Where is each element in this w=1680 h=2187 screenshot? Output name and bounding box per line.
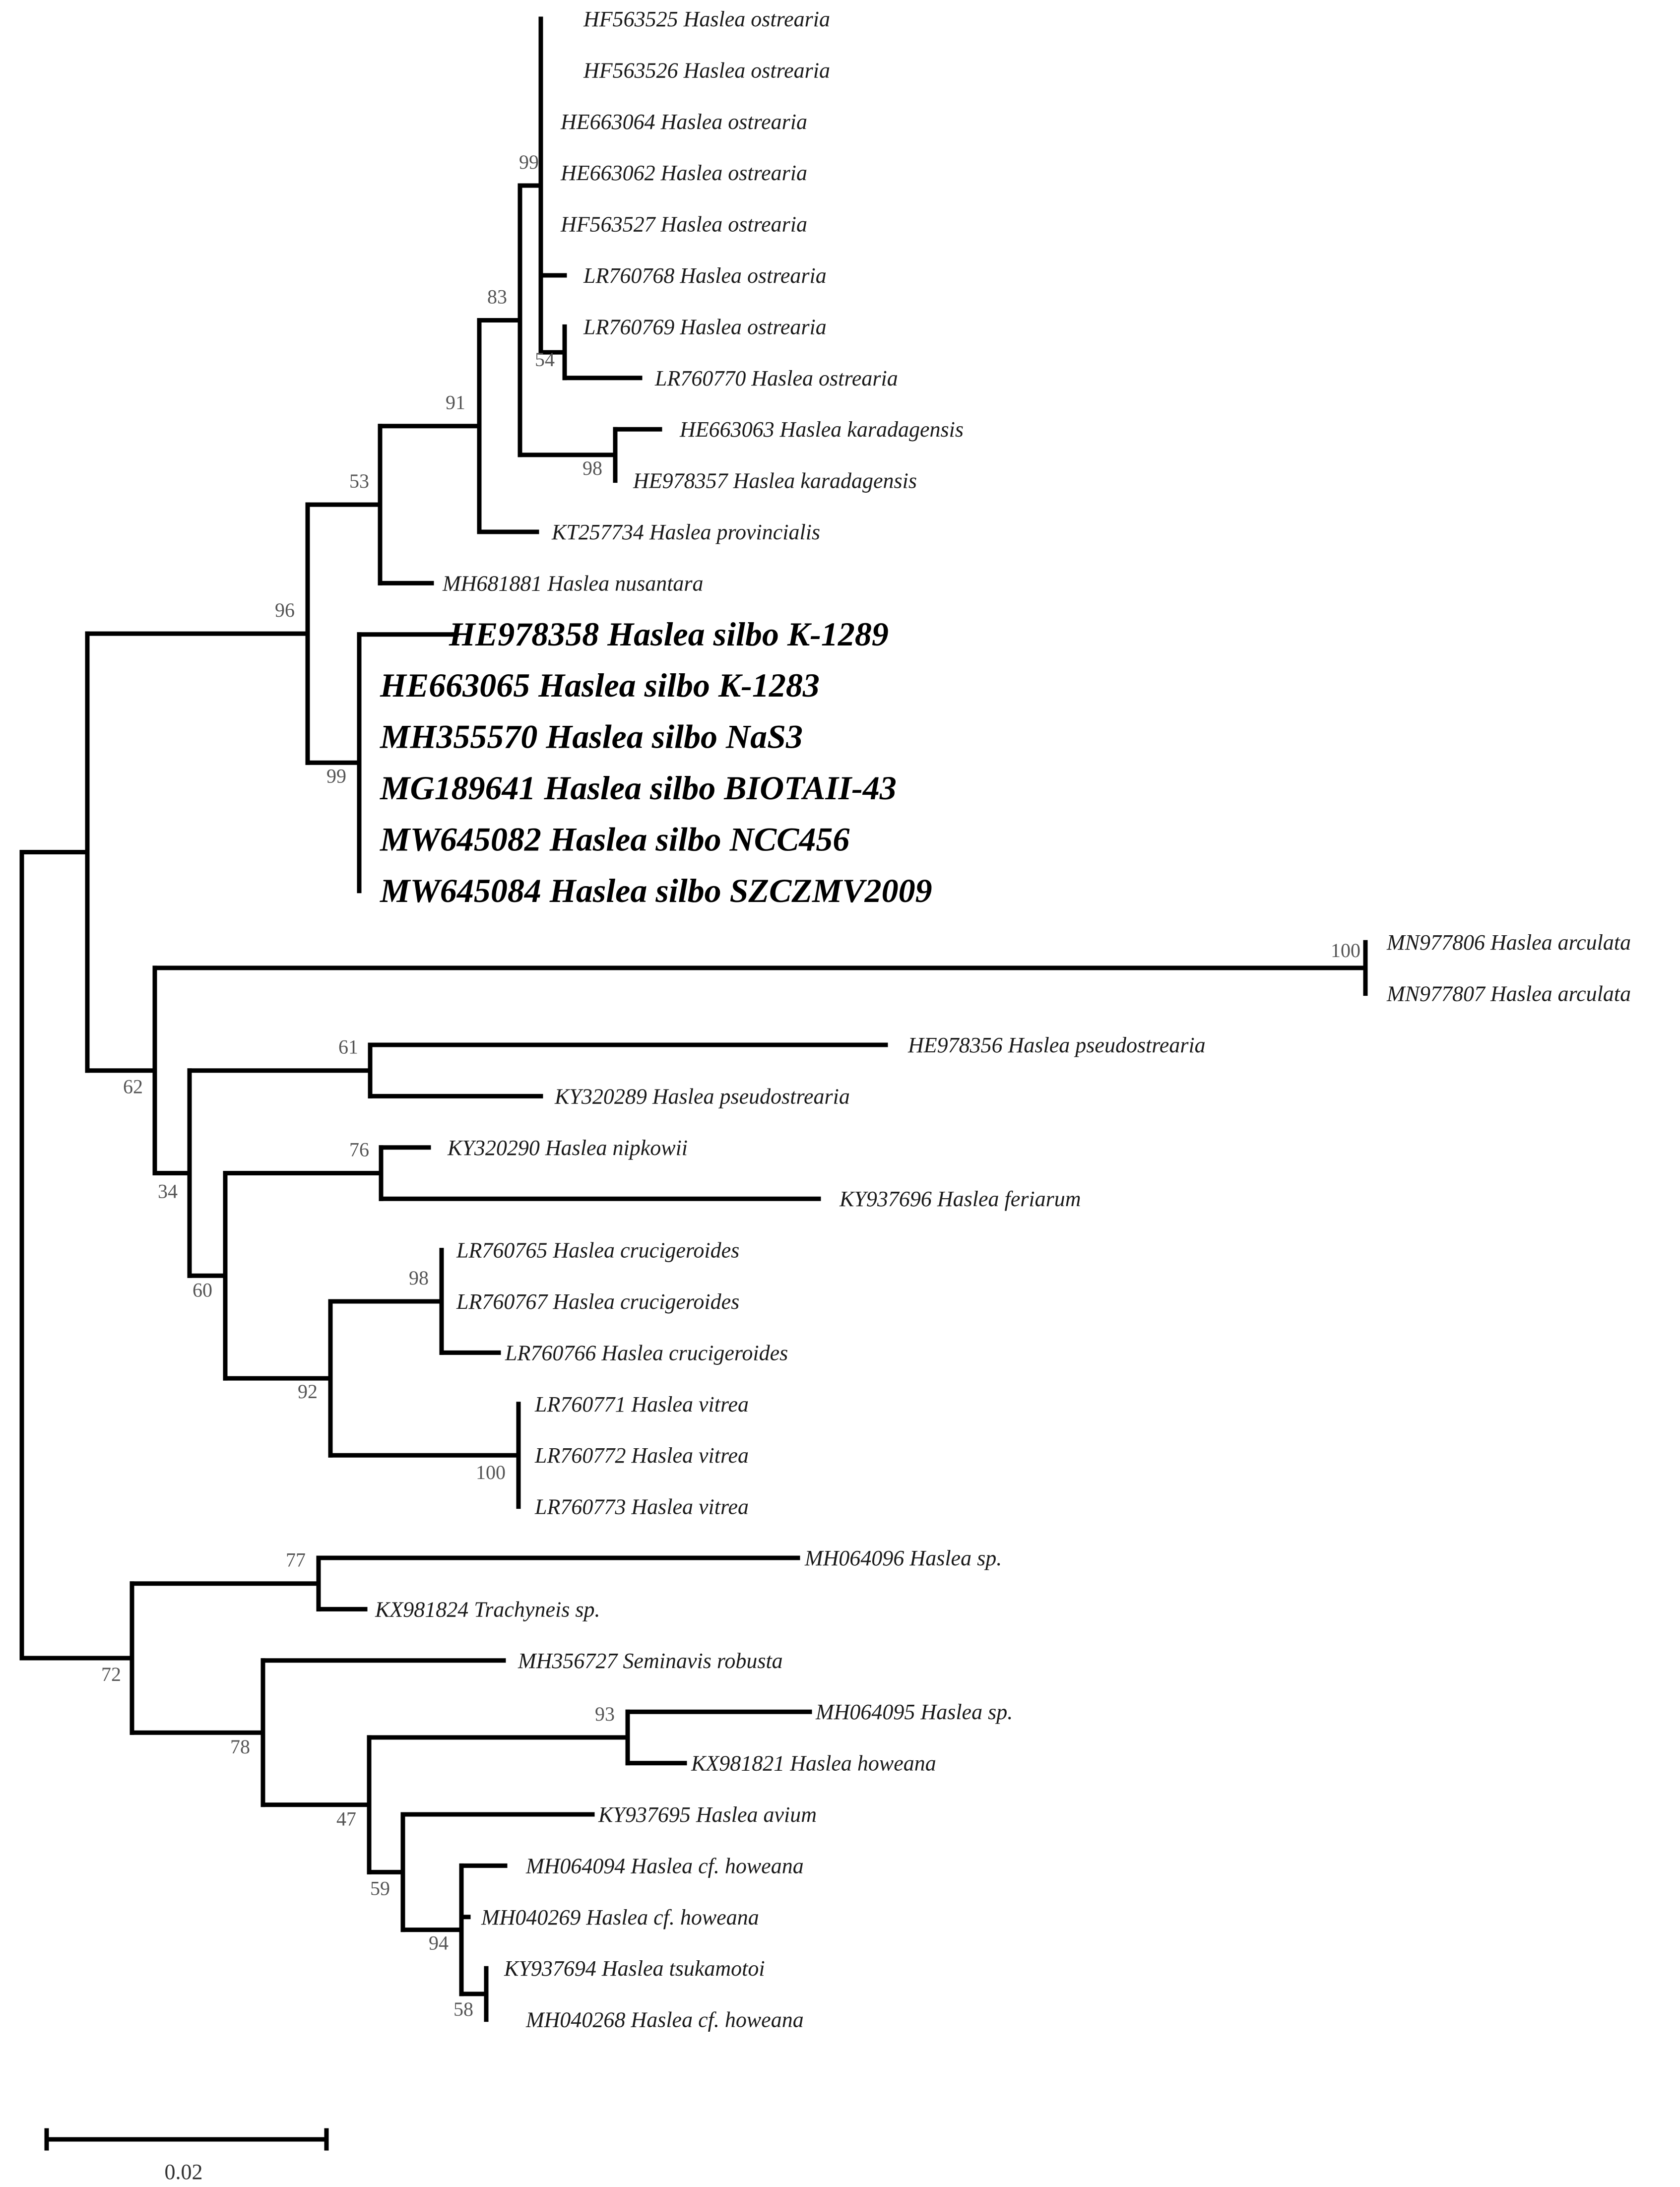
taxon-label: LR760765 Haslea crucigeroides (456, 1238, 739, 1263)
taxon-label: LR760773 Haslea vitrea (534, 1495, 749, 1519)
bootstrap-value: 78 (230, 1736, 250, 1758)
bootstrap-value: 100 (476, 1461, 506, 1483)
scale-bar: 0.02 (44, 2128, 329, 2184)
taxon-label: HE663062 Haslea ostrearia (560, 161, 807, 185)
taxon-label: LR760769 Haslea ostrearia (583, 315, 827, 339)
bootstrap-labels: 54 99 98 83 91 53 99 96 100 61 76 98 100 92 60 34 62 77 93… (101, 151, 1360, 2020)
highlighted-taxon-label: HE978358 Haslea silbo K-1289 (449, 615, 889, 653)
bootstrap-value: 77 (286, 1549, 306, 1571)
taxon-label: KX981821 Haslea howeana (691, 1751, 936, 1776)
taxon-label: MH064096 Haslea sp. (804, 1546, 1002, 1570)
taxon-label: MH064095 Haslea sp. (815, 1700, 1013, 1724)
bootstrap-value: 98 (409, 1267, 429, 1289)
bootstrap-value: 94 (429, 1932, 449, 1954)
bootstrap-value: 100 (1331, 939, 1360, 962)
taxon-label: LR760770 Haslea ostrearia (654, 366, 898, 390)
bootstrap-value: 96 (275, 599, 295, 621)
bootstrap-value: 47 (336, 1808, 356, 1830)
bootstrap-value: 76 (349, 1139, 369, 1161)
taxon-label: LR760771 Haslea vitrea (534, 1392, 749, 1416)
bootstrap-value: 34 (158, 1180, 178, 1203)
bootstrap-value: 92 (298, 1380, 318, 1403)
taxon-label: KY937696 Haslea feriarum (839, 1187, 1081, 1211)
taxon-label: LR760772 Haslea vitrea (534, 1443, 749, 1468)
taxon-label: HE978356 Haslea pseudostrearia (907, 1033, 1206, 1057)
bootstrap-value: 53 (349, 470, 369, 492)
taxon-label: HE978357 Haslea karadagensis (633, 469, 917, 493)
bootstrap-value: 54 (535, 348, 555, 371)
bootstrap-value: 93 (595, 1703, 615, 1725)
taxon-label: LR760768 Haslea ostrearia (583, 263, 827, 288)
taxon-label: HF563527 Haslea ostrearia (560, 212, 807, 237)
bootstrap-value: 99 (326, 765, 346, 787)
bootstrap-value: 72 (101, 1663, 121, 1685)
highlighted-taxon-label: MW645082 Haslea silbo NCC456 (380, 820, 849, 858)
bootstrap-value: 59 (370, 1877, 390, 1899)
bootstrap-value: 62 (123, 1076, 143, 1098)
taxon-label: KY320289 Haslea pseudostrearia (554, 1084, 850, 1108)
bootstrap-value: 91 (446, 391, 465, 414)
taxon-label: MH356727 Seminavis robusta (517, 1649, 783, 1673)
taxon-label: MN977807 Haslea arculata (1386, 982, 1631, 1006)
bootstrap-value: 60 (193, 1279, 212, 1301)
taxon-label: HF563525 Haslea ostrearia (583, 7, 830, 31)
highlighted-taxon-label: HE663065 Haslea silbo K-1283 (380, 666, 820, 704)
bootstrap-value: 98 (582, 457, 602, 479)
taxon-label: MN977806 Haslea arculata (1386, 930, 1631, 955)
highlighted-taxon-label: MW645084 Haslea silbo SZCZMV2009 (380, 872, 932, 909)
taxon-label: HF563526 Haslea ostrearia (583, 58, 830, 82)
taxon-label: LR760767 Haslea crucigeroides (456, 1289, 739, 1314)
taxon-label: MH040268 Haslea cf. howeana (525, 2008, 804, 2032)
taxon-label: HE663064 Haslea ostrearia (560, 110, 807, 134)
taxon-label: LR760766 Haslea crucigeroides (505, 1341, 788, 1365)
bootstrap-value: 99 (519, 151, 539, 173)
taxon-label: KY937695 Haslea avium (598, 1802, 817, 1827)
taxon-label: MH040269 Haslea cf. howeana (481, 1905, 759, 1930)
taxon-label: KY320290 Haslea nipkowii (447, 1136, 688, 1160)
bootstrap-value: 83 (487, 285, 507, 308)
taxon-label: HE663063 Haslea karadagensis (679, 417, 964, 442)
scale-bar-label: 0.02 (165, 2160, 203, 2184)
highlighted-taxon-label: MH355570 Haslea silbo NaS3 (380, 718, 803, 756)
bootstrap-value: 61 (338, 1036, 358, 1058)
taxon-label: KY937694 Haslea tsukamotoi (504, 1956, 765, 1981)
taxon-label: KX981824 Trachyneis sp. (375, 1597, 600, 1621)
taxon-label: KT257734 Haslea provincialis (551, 520, 820, 544)
bootstrap-value: 58 (453, 1998, 473, 2020)
taxon-label: MH064094 Haslea cf. howeana (525, 1854, 804, 1878)
tree-branches (19, 16, 1368, 2022)
taxon-label: MH681881 Haslea nusantara (442, 571, 704, 595)
highlighted-taxon-label: MG189641 Haslea silbo BIOTAII-43 (380, 769, 897, 807)
